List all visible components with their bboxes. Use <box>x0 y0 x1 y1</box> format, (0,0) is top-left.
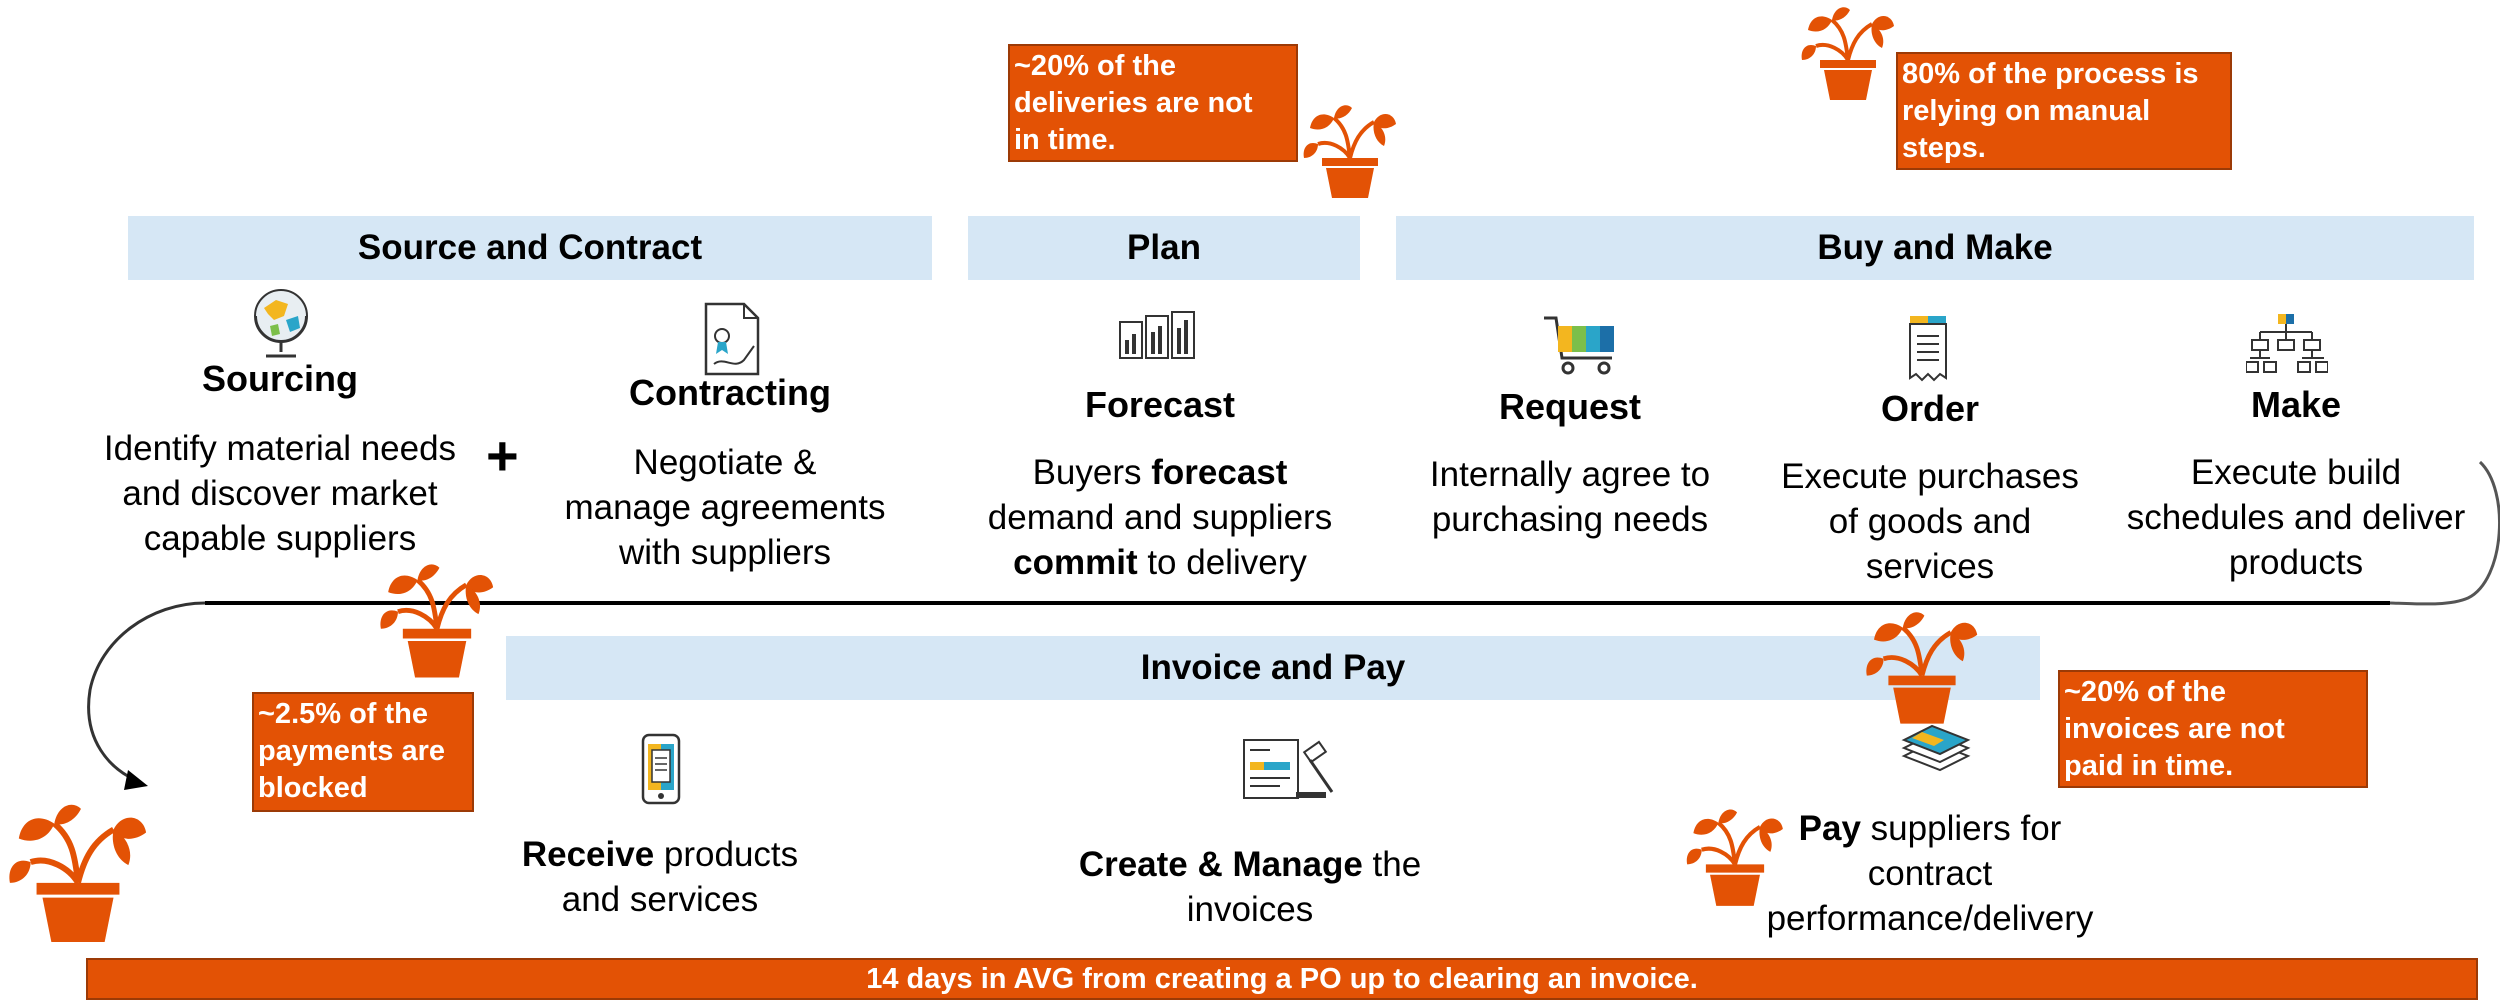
wilting-plant-icon <box>1682 804 1788 908</box>
stage-source-and-contract: Source and Contract <box>128 216 932 280</box>
plus-sign: + <box>486 424 519 487</box>
receipt-icon <box>1906 314 1950 384</box>
mobile-phone-icon <box>640 732 682 806</box>
stage-plan: Plan <box>968 216 1360 280</box>
wilting-plant-icon <box>1796 2 1900 102</box>
stage-invoice-and-pay: Invoice and Pay <box>506 636 2040 700</box>
step-desc-forecast: Buyers forecast demand and suppliers com… <box>987 453 1333 582</box>
step-pay: Pay suppliers for contract performance/d… <box>1766 809 2094 938</box>
invoice-gavel-icon <box>1240 736 1340 802</box>
wilting-plant-icon <box>1862 606 1982 726</box>
wilting-plant-icon <box>1296 100 1404 200</box>
forecast-chart-icon <box>1118 310 1198 362</box>
step-create-manage: Create & Manage the invoices <box>1078 845 1422 929</box>
contract-icon <box>700 300 764 378</box>
cash-stack-icon <box>1900 720 1972 776</box>
footer-banner: 14 days in AVG from creating a PO up to … <box>86 958 2478 1000</box>
wilting-plant-icon <box>376 556 498 682</box>
org-chart-icon <box>2246 312 2328 376</box>
step-title-order: Order <box>1880 388 1980 429</box>
step-title-make: Make <box>2250 384 2342 425</box>
step-title-forecast: Forecast <box>1084 384 1236 425</box>
step-receive: Receive products and services <box>521 835 799 919</box>
step-title-sourcing: Sourcing <box>201 358 358 399</box>
globe-icon <box>248 286 314 362</box>
shopping-cart-icon <box>1542 314 1622 376</box>
step-title-contracting: Contracting <box>629 372 831 413</box>
stage-buy-and-make: Buy and Make <box>1396 216 2474 280</box>
step-title-request: Request <box>1498 386 1642 427</box>
wilting-plant-icon <box>4 796 152 946</box>
